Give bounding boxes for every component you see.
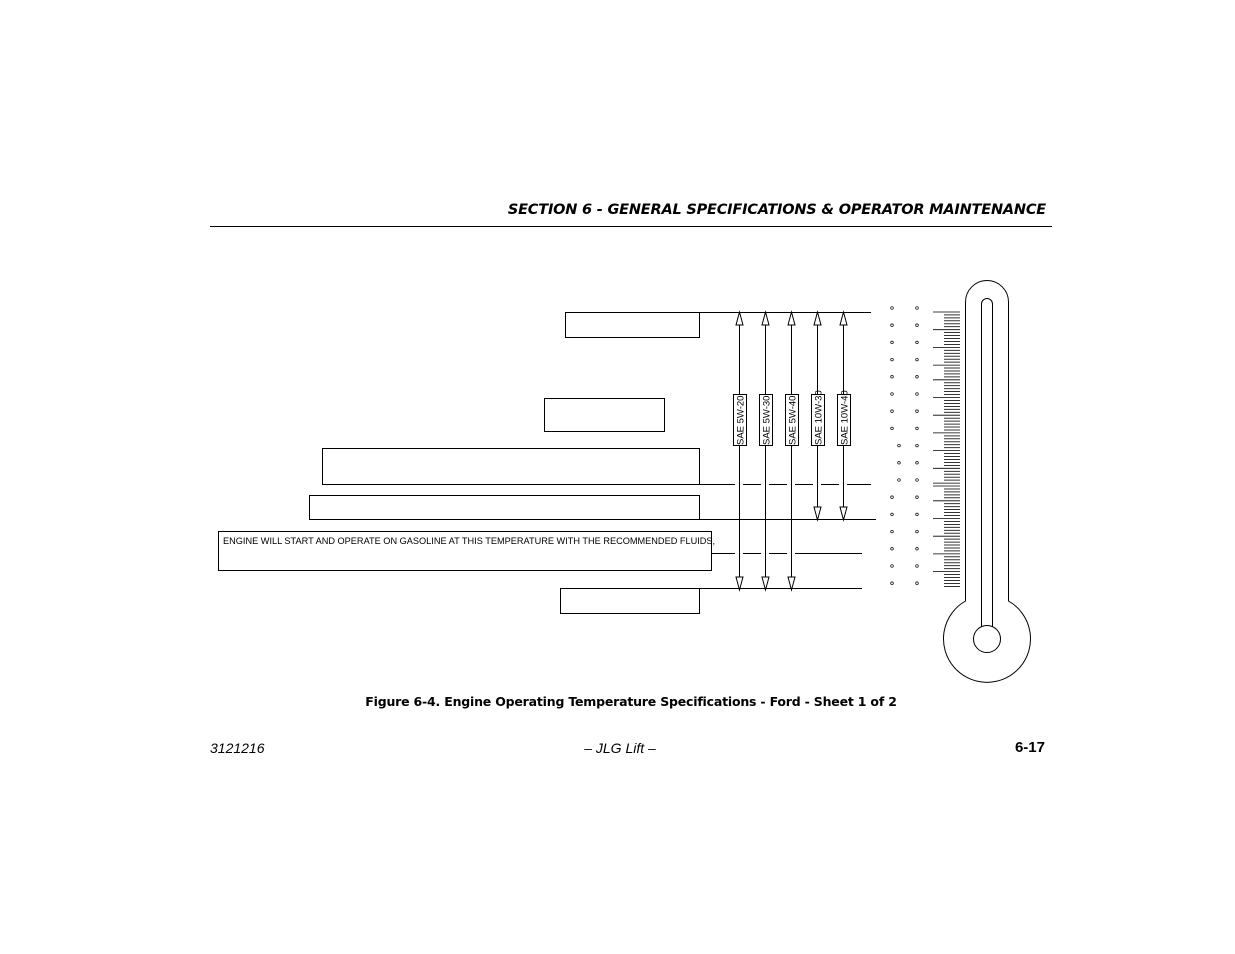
svg-text:SAE 10W-40: SAE 10W-40 — [840, 390, 851, 445]
temp-box-2 — [544, 398, 665, 432]
figure-caption: Figure 6-4. Engine Operating Temperature… — [365, 694, 897, 709]
svg-text:SAE 5W-20: SAE 5W-20 — [736, 396, 747, 445]
thermometer-icon — [943, 280, 1031, 683]
temperature-lines — [699, 312, 876, 589]
diagram-boxes — [309, 312, 700, 614]
degree-marks — [890, 306, 919, 585]
gasoline-note: ENGINE WILL START AND OPERATE ON GASOLIN… — [223, 536, 716, 546]
thermometer-scale — [933, 311, 960, 587]
header-rule — [210, 226, 1052, 227]
page-number: 6-17 — [1014, 739, 1045, 756]
gasoline-note-box: ENGINE WILL START AND OPERATE ON GASOLIN… — [218, 531, 716, 571]
svg-text:SAE 5W-40: SAE 5W-40 — [788, 396, 799, 445]
oil-label-5w30: SAE 5W-30 — [759, 394, 773, 446]
oil-label-10w40: SAE 10W-40 — [837, 390, 851, 446]
section-header: SECTION 6 - GENERAL SPECIFICATIONS & OPE… — [507, 202, 1046, 218]
oil-label-5w20: SAE 5W-20 — [733, 394, 747, 446]
oil-label-5w40: SAE 5W-40 — [785, 394, 799, 446]
footer-doc-number: 3121216 — [210, 740, 265, 756]
temp-box-bottom — [560, 588, 700, 614]
oil-arrows — [735, 310, 848, 592]
temp-box-4 — [309, 495, 700, 520]
svg-text:SAE 10W-30: SAE 10W-30 — [814, 390, 825, 445]
temp-box-top — [565, 312, 700, 338]
temp-box-3 — [322, 448, 700, 485]
svg-text:SAE 5W-30: SAE 5W-30 — [762, 396, 773, 445]
footer-center: – JLG Lift – — [584, 740, 656, 756]
oil-grade-labels: SAE 5W-20 SAE 5W-30 SAE 5W-40 SAE 10W-30… — [733, 390, 851, 446]
oil-label-10w30: SAE 10W-30 — [811, 390, 825, 446]
